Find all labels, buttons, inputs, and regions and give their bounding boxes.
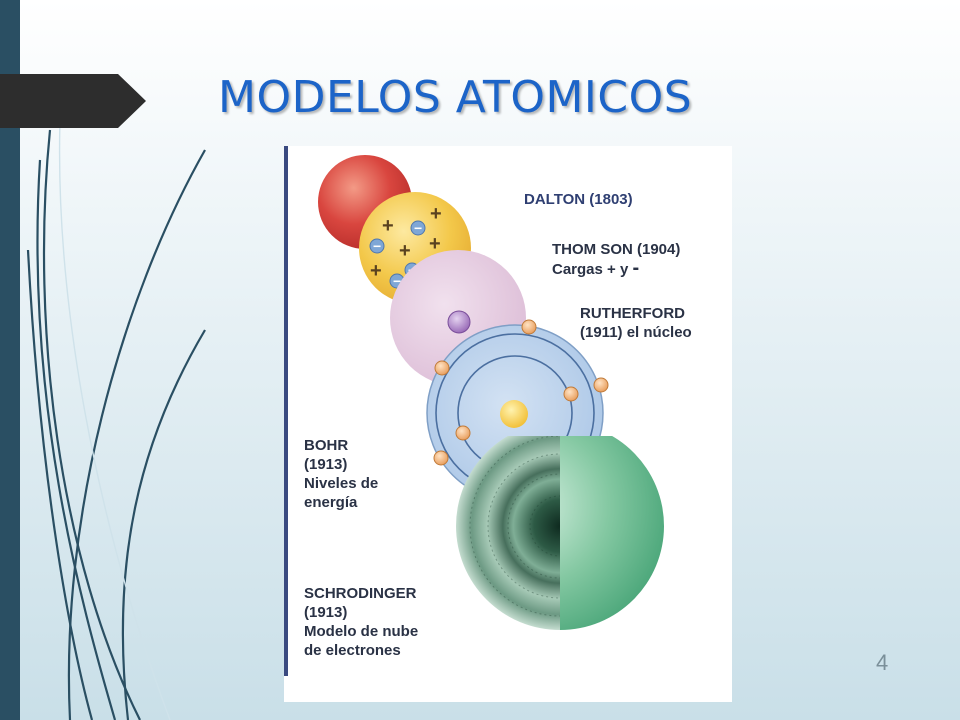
- decorative-curves: [26, 119, 206, 720]
- label-schrodinger: SCHRODINGER (1913) Modelo de nube de ele…: [304, 585, 419, 659]
- svg-text:+: +: [429, 233, 441, 255]
- svg-text:−: −: [393, 273, 401, 289]
- page-number: 4: [876, 650, 889, 675]
- atomic-models-figure: + + + + + − − − −: [284, 146, 732, 702]
- label-thomson: THOM SON (1904) Cargas + y -: [552, 241, 681, 279]
- title-arrow-tab-icon: [0, 74, 146, 128]
- svg-text:−: −: [373, 238, 381, 254]
- label-bohr: BOHR (1913) Niveles de energía: [304, 437, 379, 511]
- label-dalton: DALTON (1803): [524, 191, 633, 208]
- bohr-nucleus: [500, 400, 528, 428]
- schrodinger-sphere: [456, 436, 664, 630]
- rutherford-nucleus: [447, 310, 471, 334]
- svg-text:+: +: [370, 260, 382, 282]
- slide-title: MODELOS ATOMICOS: [218, 72, 693, 123]
- svg-text:+: +: [399, 240, 411, 262]
- bohr-electrons: [433, 319, 609, 466]
- svg-text:−: −: [414, 220, 422, 236]
- svg-text:+: +: [430, 203, 442, 225]
- left-sidebar-bar: [0, 0, 20, 720]
- svg-text:+: +: [382, 215, 394, 237]
- figure-axis-line: [284, 146, 288, 676]
- label-rutherford: RUTHERFORD (1911) el núcleo: [580, 305, 692, 341]
